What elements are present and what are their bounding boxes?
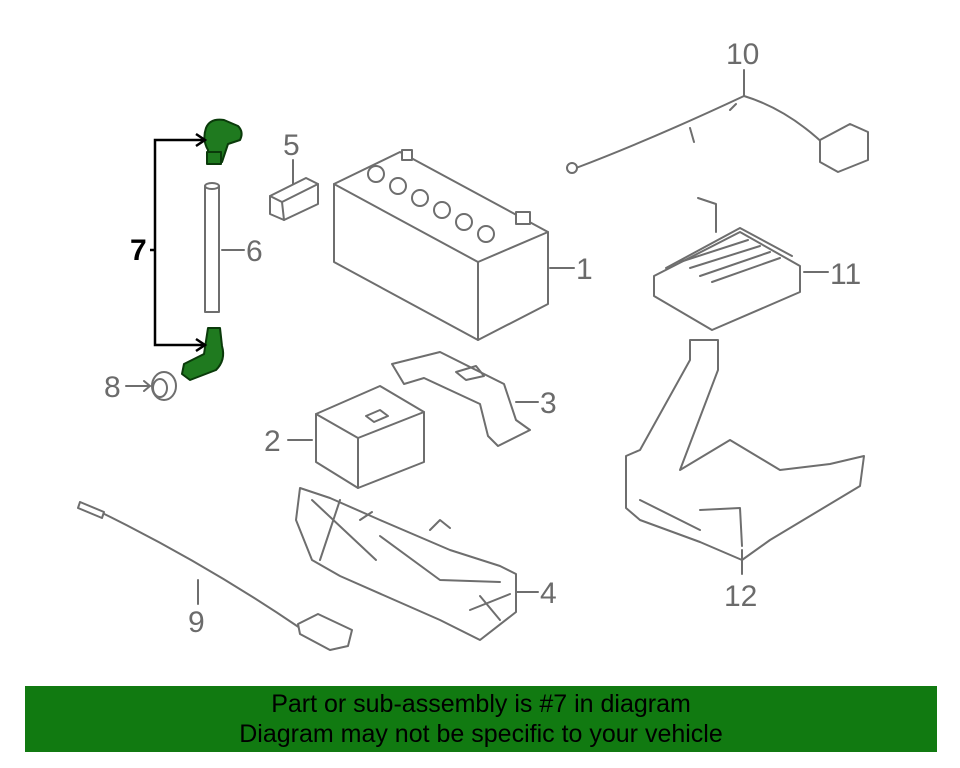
callout-2: 2: [264, 425, 281, 458]
callout-1: 1: [576, 253, 593, 286]
banner-line-2: Diagram may not be specific to your vehi…: [239, 720, 723, 748]
part-5-terminal-cap[interactable]: [269, 177, 319, 221]
callout-3: 3: [540, 387, 557, 420]
callout-11: 11: [830, 258, 861, 291]
part-7-upper-elbow[interactable]: [203, 118, 243, 165]
part-7-bracket: [150, 132, 208, 353]
callout-9: 9: [188, 606, 205, 639]
part-1-battery[interactable]: [333, 149, 549, 341]
battery-vent-caps: [367, 165, 495, 243]
callout-4: 4: [540, 577, 557, 610]
part-9-cable[interactable]: [77, 501, 353, 651]
part-2-insulator[interactable]: [315, 385, 425, 489]
part-6-hose[interactable]: [204, 182, 220, 313]
banner-line-1: Part or sub-assembly is #7 in diagram: [271, 690, 691, 718]
part-11-control-module[interactable]: [653, 197, 801, 331]
part-3-hold-down[interactable]: [391, 351, 531, 447]
part-8-grommet[interactable]: [151, 371, 177, 401]
callout-6: 6: [246, 235, 263, 268]
info-banner: Part or sub-assembly is #7 in diagram Di…: [25, 686, 937, 752]
callout-10: 10: [726, 38, 759, 71]
callout-12: 12: [724, 580, 757, 613]
part-4-battery-tray[interactable]: [295, 487, 517, 641]
part-10-sensor-cable[interactable]: [566, 95, 869, 174]
callout-7: 7: [130, 234, 147, 267]
part-7-lower-elbow[interactable]: [181, 327, 225, 381]
part-12-mounting-bracket[interactable]: [625, 339, 865, 561]
callout-8: 8: [104, 371, 121, 404]
callout-5: 5: [283, 129, 300, 162]
